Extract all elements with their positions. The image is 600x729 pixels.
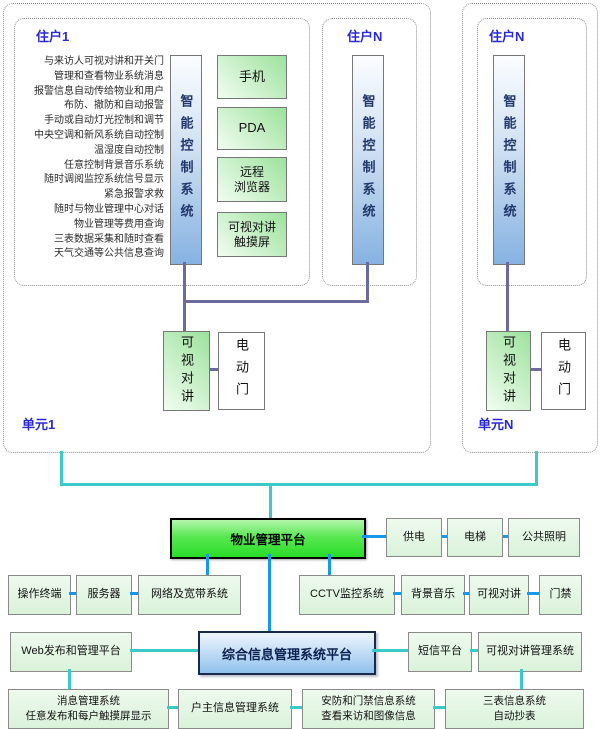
household-n-mid-title: 住户N xyxy=(347,29,383,44)
household-n-mid-box xyxy=(322,18,417,286)
intercom-label: 可视对讲 xyxy=(179,335,194,407)
ops-box-network: 网络及宽带系统 xyxy=(138,575,241,615)
feature-item: 温湿度自动控制 xyxy=(94,144,164,156)
security-info-box: 安防和门禁信息系统 查看来访和图像信息 xyxy=(302,689,435,729)
door-label: 电动门 xyxy=(556,338,571,404)
connector-web-message xyxy=(68,669,71,690)
feature-item: 管理和查看物业系统消息 xyxy=(54,70,164,82)
control-system-label: 智能控制系统 xyxy=(501,94,517,226)
intercom-box-left: 可视对讲 xyxy=(163,331,210,411)
ops-box-intercom: 可视对讲 xyxy=(469,575,529,615)
core-platform-box: 综合信息管理系统平台 xyxy=(198,631,376,675)
intercom-label: 可视对讲 xyxy=(501,335,516,407)
feature-list: 与来访人可视对讲和开关门 管理和查看物业系统消息 报警信息自动传给物业和用户 布… xyxy=(16,55,164,262)
connector-security-meter xyxy=(433,706,445,709)
control-system-bar-1: 智能控制系统 xyxy=(170,55,202,265)
door-box-right: 电动门 xyxy=(541,332,586,410)
utility-box-lighting: 公共照明 xyxy=(508,518,580,557)
connector-core-sms xyxy=(372,649,408,652)
door-box-left: 电动门 xyxy=(218,332,265,410)
feature-item: 三表数据采集和随时查看 xyxy=(54,233,164,245)
connector-bar2-drop xyxy=(366,262,369,303)
feature-item: 报警信息自动传给物业和用户 xyxy=(34,85,164,97)
intercom-mgmt-box: 可视对讲管理系统 xyxy=(478,632,582,672)
connector-units-bus xyxy=(60,483,538,486)
door-label: 电动门 xyxy=(234,338,249,404)
feature-item: 随时与物业管理中心对话 xyxy=(54,203,164,215)
connector-bar3-drop xyxy=(506,262,509,332)
connector-owner-security xyxy=(290,706,302,709)
intercom-box-right: 可视对讲 xyxy=(486,331,531,411)
connector-platform-power xyxy=(362,535,386,538)
connector-cctv-music xyxy=(393,592,401,595)
household-1-title: 住户1 xyxy=(36,29,70,44)
control-system-bar-3: 智能控制系统 xyxy=(493,55,525,265)
feature-item: 中央空调和新风系统自动控制 xyxy=(34,129,164,141)
connector-intercommgmt-meter xyxy=(520,669,523,690)
feature-item: 布防、撤防和自动报警 xyxy=(64,100,164,112)
feature-item: 随时调阅监控系统信号显示 xyxy=(44,174,164,186)
ops-box-terminal: 操作终端 xyxy=(8,575,71,615)
feature-item: 物业管理等费用查询 xyxy=(74,218,164,230)
control-system-label: 智能控制系统 xyxy=(360,94,376,226)
connector-intercom-access xyxy=(527,592,539,595)
web-platform-box: Web发布和管理平台 xyxy=(10,632,132,672)
feature-item: 任意控制背景音乐系统 xyxy=(64,159,164,171)
control-system-label: 智能控制系统 xyxy=(178,94,194,226)
household-1-box xyxy=(14,18,310,286)
connector-bus-to-platform xyxy=(269,485,272,518)
feature-item: 紧急报警求救 xyxy=(104,189,164,201)
device-box-phone: 手机 xyxy=(217,55,287,99)
feature-item: 手动或自动灯光控制和调节 xyxy=(44,115,164,127)
ops-box-access: 门禁 xyxy=(539,575,582,615)
connector-bars-horizontal xyxy=(183,300,369,303)
connector-sms-intercom-mgmt xyxy=(470,649,478,652)
unit-n-label: 单元N xyxy=(478,417,514,432)
device-box-pda: PDA xyxy=(217,107,287,150)
connector-server-network xyxy=(130,592,138,595)
meter-info-box: 三表信息系统 自动抄表 xyxy=(445,689,584,729)
device-box-remote-browser: 远程 浏览器 xyxy=(217,157,287,202)
control-system-bar-2: 智能控制系统 xyxy=(352,55,384,265)
connector-platform-network xyxy=(206,554,209,576)
ops-box-music: 背景音乐 xyxy=(401,575,465,615)
unit-1-group-box xyxy=(3,3,431,453)
connector-intercom-door-left xyxy=(208,368,218,371)
connector-terminal-server xyxy=(69,592,76,595)
connector-power-elevator xyxy=(440,535,447,538)
utility-box-power: 供电 xyxy=(386,518,442,557)
connector-message-owner xyxy=(167,706,178,709)
feature-item: 与来访人可视对讲和开关门 xyxy=(44,56,164,67)
unit-n-group-box xyxy=(462,3,598,453)
unit-1-label: 单元1 xyxy=(22,417,56,432)
sms-platform-box: 短信平台 xyxy=(408,632,472,672)
connector-unit1-down xyxy=(60,451,63,486)
connector-platform-core xyxy=(268,554,271,632)
connector-intercom-door-right xyxy=(529,368,541,371)
ops-box-cctv: CCTV监控系统 xyxy=(299,575,395,615)
household-n-right-box xyxy=(477,18,587,286)
connector-platform-cctv xyxy=(328,554,331,578)
connector-web-core xyxy=(130,649,198,652)
message-system-box: 消息管理系统 任意发布和每户触摸屏显示 xyxy=(8,689,169,729)
property-platform-box: 物业管理平台 xyxy=(170,518,366,559)
ops-box-server: 服务器 xyxy=(76,575,132,615)
utility-box-elevator: 电梯 xyxy=(447,518,503,557)
feature-item: 天气交通等公共信息查询 xyxy=(54,248,164,260)
owner-info-box: 户主信息管理系统 xyxy=(178,689,292,729)
household-n-right-title: 住户N xyxy=(489,29,525,44)
connector-bar1-drop xyxy=(183,262,186,332)
connector-music-intercom xyxy=(463,592,469,595)
connector-elevator-lighting xyxy=(501,535,508,538)
connector-unitn-down xyxy=(535,451,538,486)
device-box-intercom-touchscreen: 可视对讲 触摸屏 xyxy=(217,212,287,257)
